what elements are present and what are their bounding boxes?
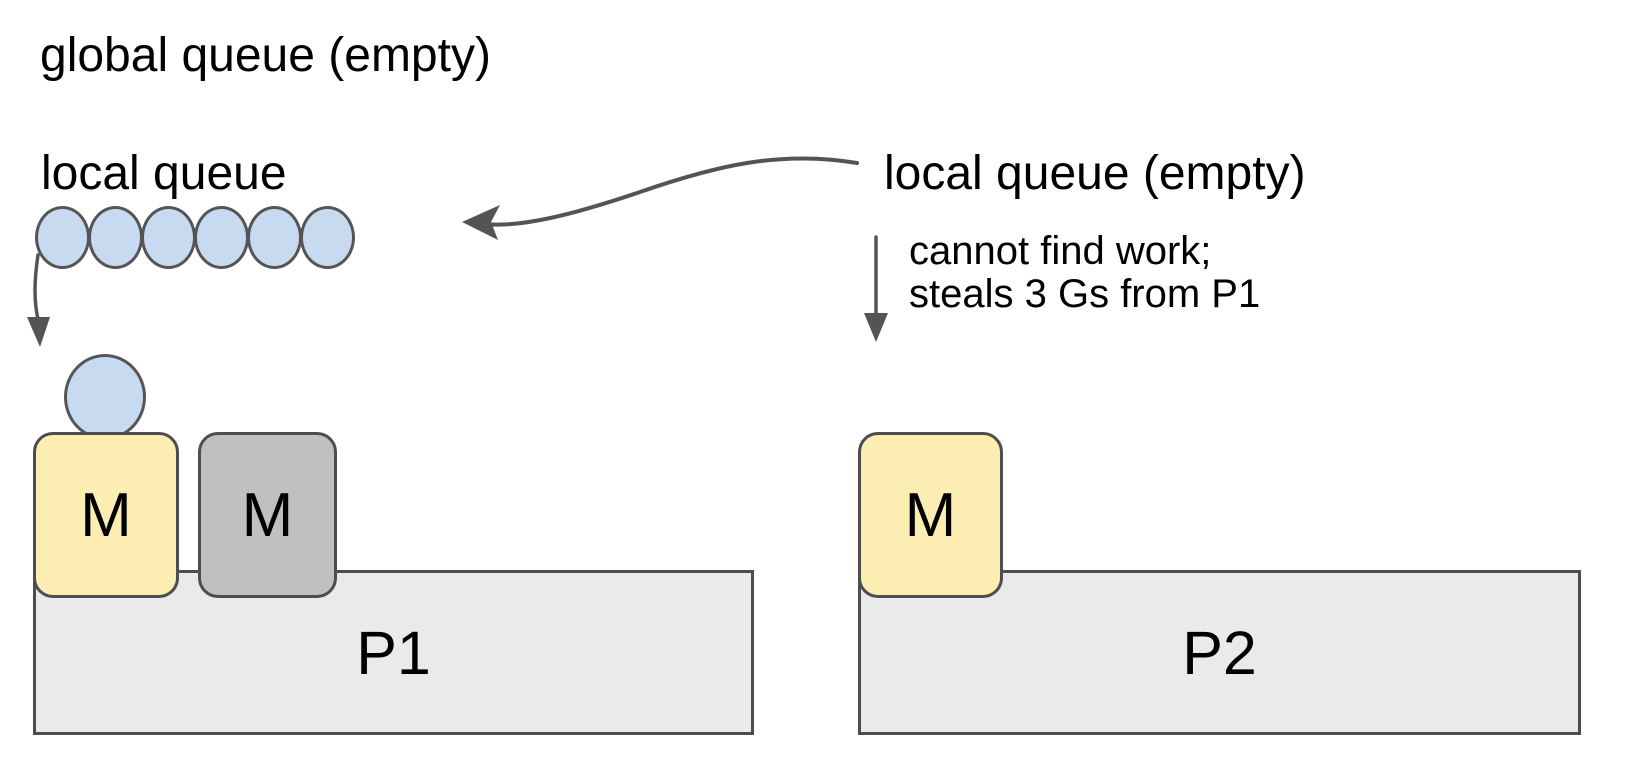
cannot-find-work-arrowhead-icon [864, 313, 888, 342]
machine-m1-p2-label: M [904, 480, 957, 550]
local-queue-p2-label: local queue (empty) [884, 147, 1306, 200]
steal-annotation-line1: cannot find work; [909, 229, 1212, 273]
steal-annotation: cannot find work; steals 3 Gs from P1 [909, 230, 1260, 316]
goroutine-circle [194, 206, 249, 269]
cannot-find-work-arrow [864, 235, 888, 342]
local-queue-p1-label: local queue [41, 147, 287, 200]
machine-m2-p1-label: M [241, 480, 294, 550]
machine-m1-p1-label: M [80, 480, 132, 550]
machine-m1-p1: M [33, 432, 179, 598]
goroutine-circle [247, 206, 302, 269]
dequeue-arrowhead-icon [27, 317, 50, 347]
processor-p2-label: P2 [1182, 618, 1257, 687]
steal-arrowhead-icon [462, 205, 500, 240]
goroutine-circle [300, 206, 355, 269]
machine-m1-p2: M [858, 432, 1003, 598]
machine-m2-p1: M [198, 432, 337, 598]
processor-p1-label: P1 [356, 618, 431, 687]
dequeue-arrow [27, 253, 50, 347]
steal-annotation-line2: steals 3 Gs from P1 [909, 272, 1261, 316]
global-queue-label: global queue (empty) [40, 29, 491, 82]
goroutine-circle [35, 206, 90, 269]
steal-arrow [462, 156, 859, 240]
goroutine-circle [141, 206, 196, 269]
